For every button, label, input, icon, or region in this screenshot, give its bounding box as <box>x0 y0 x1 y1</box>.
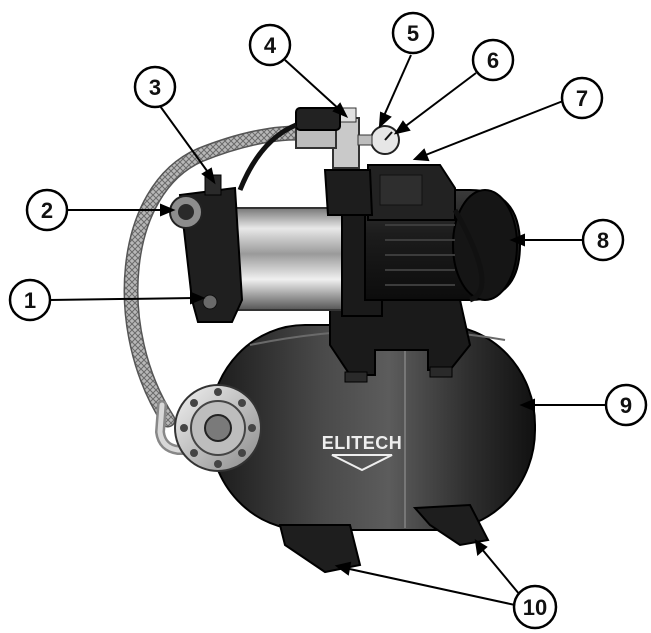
callout-10: 10 <box>512 584 558 630</box>
callout-label: 6 <box>487 48 499 73</box>
callout-8: 8 <box>581 218 625 262</box>
mounting-bracket <box>329 299 472 383</box>
callout-label: 3 <box>149 75 161 100</box>
callout-label: 10 <box>523 595 547 620</box>
brand-text: ELITECH <box>322 433 403 453</box>
callout-6: 6 <box>471 38 515 82</box>
discharge-body <box>323 169 374 216</box>
pressure-gauge <box>357 125 400 155</box>
pressure-switch-cable <box>237 122 298 191</box>
brand-logo: ELITECH <box>322 433 403 472</box>
callout-label: 8 <box>597 228 609 253</box>
callout-label: 1 <box>24 288 36 313</box>
motor <box>364 164 522 303</box>
callout-label: 5 <box>407 21 419 46</box>
callout-5: 5 <box>391 11 435 55</box>
pressure-tank: ELITECH <box>174 324 536 531</box>
tank-feet <box>278 503 490 574</box>
leader-lines <box>49 54 605 606</box>
callout-1: 1 <box>8 278 52 322</box>
callout-4: 4 <box>248 23 292 67</box>
callout-9: 9 <box>604 383 648 427</box>
callout-label: 7 <box>576 86 588 111</box>
tank-flange <box>174 384 262 472</box>
callout-2: 2 <box>25 188 69 232</box>
callout-label: 2 <box>41 198 53 223</box>
front-housing <box>169 174 244 323</box>
callout-3: 3 <box>133 65 177 109</box>
callout-label: 9 <box>620 393 632 418</box>
callout-label: 4 <box>264 33 277 58</box>
callout-7: 7 <box>560 76 604 120</box>
pressure-switch <box>295 107 341 131</box>
